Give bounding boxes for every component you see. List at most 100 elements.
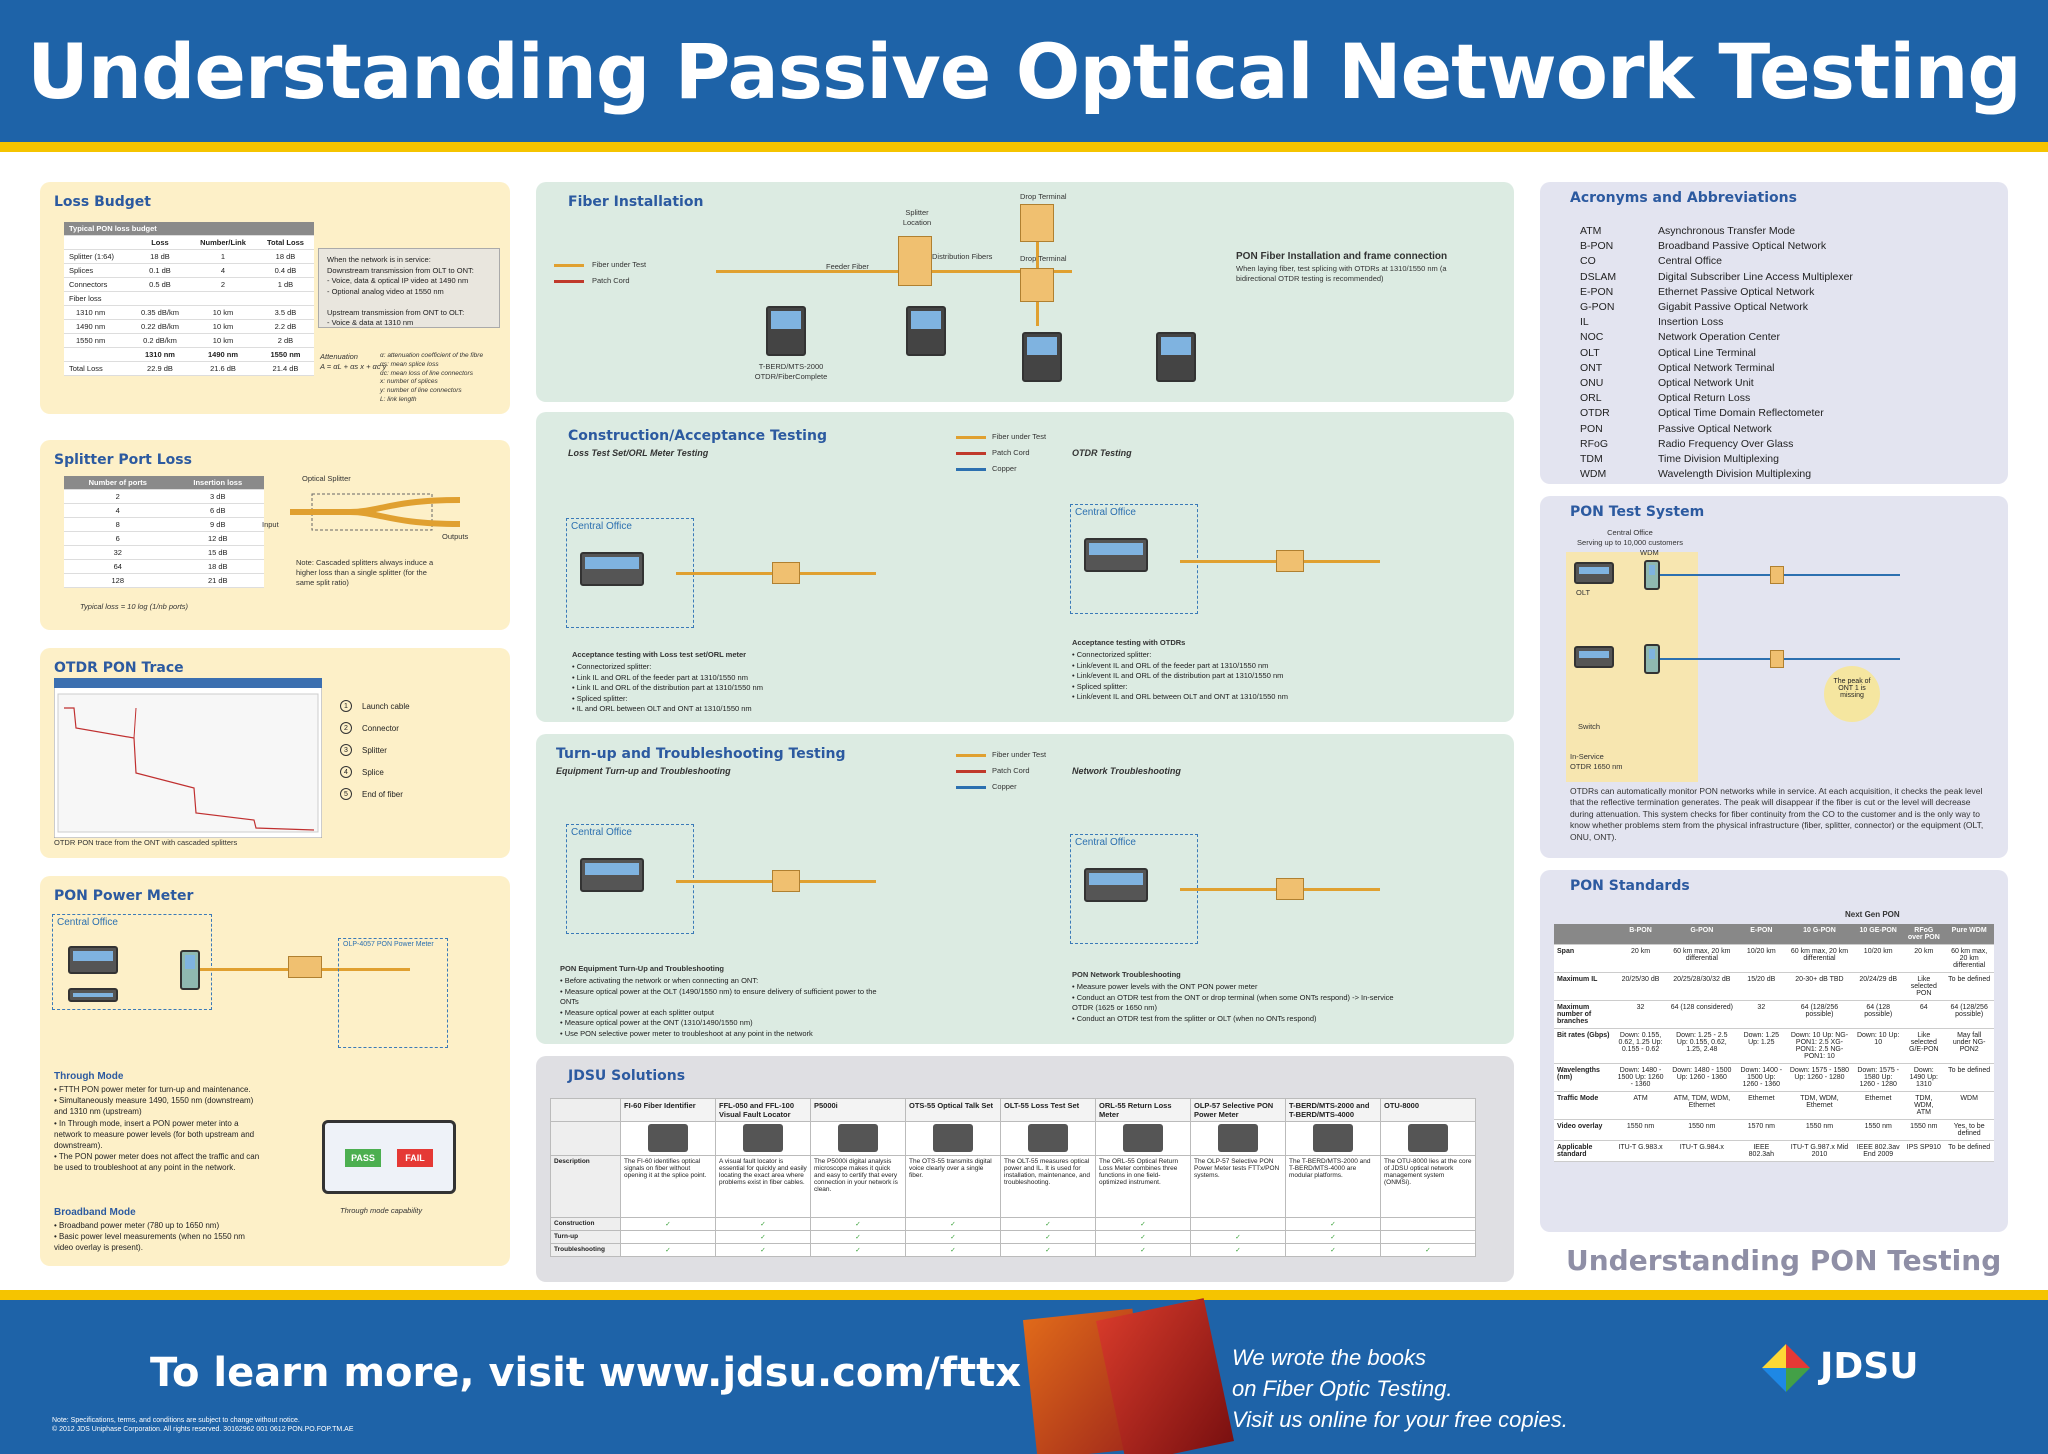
legend-label: Connector	[362, 723, 399, 733]
product-image-icon	[1028, 1124, 1068, 1152]
t-right-list: • Measure power levels with the ONT PON …	[1072, 982, 1402, 1024]
c-splitter-right	[1276, 550, 1304, 572]
check-icon: ✓	[905, 1217, 1001, 1231]
loss-cell: Connectors	[64, 277, 131, 292]
product-description: The T-BERD/MTS-2000 and T-BERD/MTS-4000 …	[1285, 1155, 1381, 1218]
standard-cell: To be defined	[1944, 972, 1994, 1001]
t-left-bullet: • Measure optical power at each splitter…	[560, 1007, 714, 1017]
product-image-icon	[1408, 1124, 1448, 1152]
check-icon: ✓	[810, 1243, 906, 1257]
loss-row: Fiber loss	[64, 291, 314, 306]
loss-cell: 21.4 dB	[256, 361, 314, 376]
standard-cell: ITU-T G.983.x	[1614, 1140, 1667, 1162]
acronym-def: Optical Time Domain Reflectometer	[1658, 407, 1824, 420]
check-icon: ✓	[1380, 1243, 1476, 1257]
cta-link[interactable]: To learn more, visit www.jdsu.com/fttx	[150, 1350, 1022, 1396]
pts-co-label: Central Office Serving up to 10,000 cust…	[1577, 528, 1683, 548]
standard-cell: 32	[1614, 1000, 1667, 1029]
acronym-def: Radio Frequency Over Glass	[1658, 437, 1794, 450]
acronym-def: Central Office	[1658, 255, 1722, 268]
product-image	[620, 1121, 716, 1156]
loss-cell: 18 dB	[256, 249, 314, 264]
attenuation-legend: α: attenuation coefficient of the fibre …	[380, 352, 484, 403]
standard-cell: Ethernet	[1853, 1091, 1904, 1120]
acronym-abbr: RFoG	[1580, 437, 1609, 450]
turnup-sub-right: Network Troubleshooting	[1072, 766, 1181, 776]
acronym-abbr: OTDR	[1580, 407, 1610, 420]
standard-cell: 64 (128/256 possible)	[1785, 1000, 1854, 1029]
legend-number-icon: 4	[340, 766, 352, 778]
pts-splitter-1	[1770, 566, 1784, 584]
acronym-def: Network Operation Center	[1658, 331, 1780, 344]
product-name: P5000i	[810, 1098, 906, 1122]
loss-cell: 1490 nm	[64, 319, 131, 334]
page-title: Understanding Passive Optical Network Te…	[27, 26, 2022, 116]
t-right-bullet: • Conduct an OTDR test from the ONT or d…	[1072, 992, 1394, 1013]
legend-label: Splitter	[362, 745, 387, 755]
splitter-cell: 6 dB	[171, 503, 264, 518]
loss-cell	[256, 291, 314, 306]
splitter-cell: 3 dB	[171, 489, 264, 504]
solutions-corner	[550, 1098, 621, 1122]
standard-cell: To be defined	[1944, 1140, 1994, 1162]
dist-fiber-label: Distribution Fibers	[932, 252, 993, 261]
splitter-cell: 6	[64, 531, 172, 546]
books-text: We wrote the books on Fiber Optic Testin…	[1232, 1342, 1568, 1435]
c-left-bullet: • Connectorized splitter:	[572, 662, 652, 671]
loss-cell: 22.9 dB	[130, 361, 190, 376]
typical-loss: Typical loss = 10 log (1/nb ports)	[80, 602, 189, 611]
standard-cell: 1570 nm	[1736, 1119, 1786, 1141]
pts-wdm-2	[1644, 644, 1660, 674]
pts-olt-label: OLT	[1576, 588, 1591, 597]
t-olt-right	[1084, 868, 1148, 902]
standard-cell: 20 km	[1614, 944, 1667, 973]
feeder-fiber-label: Feeder Fiber	[826, 262, 869, 271]
books-line-2: on Fiber Optic Testing.	[1232, 1376, 1453, 1401]
check-icon: ✓	[1285, 1230, 1381, 1244]
check-icon: ✓	[1000, 1243, 1096, 1257]
acronym-row: OTDR Optical Time Domain Reflectometer	[1580, 406, 1853, 421]
check-icon: ✓	[1285, 1243, 1381, 1257]
standard-cell: 10/20 km	[1736, 944, 1786, 973]
olt-device	[68, 946, 118, 974]
loss-cell: 10 km	[189, 333, 257, 348]
standard-cell: 60 km max, 20 km differential	[1944, 944, 1994, 973]
check-icon: ✓	[620, 1217, 716, 1231]
splitter-cell: 12 dB	[171, 531, 264, 546]
loss-cell: 1 dB	[256, 277, 314, 292]
empty-cell	[1190, 1217, 1286, 1231]
t-olt-left	[580, 858, 644, 892]
table-caption: Typical PON loss budget	[64, 222, 314, 236]
service-box: When the network is in service: Downstre…	[318, 248, 500, 328]
product-description: The OTS-55 transmits digital voice clear…	[905, 1155, 1001, 1218]
standard-cell: 20/25/30 dB	[1614, 972, 1667, 1001]
t-legend-patch: Patch Cord	[992, 766, 1030, 775]
product-name: ORL-55 Return Loss Meter	[1095, 1098, 1191, 1122]
pon-test-panel: PON Test System Central Office Serving u…	[1540, 496, 2008, 858]
standard-cell: IEEE 802.3ah	[1736, 1140, 1786, 1162]
loss-cell	[189, 291, 257, 306]
otdr-trace-title: OTDR PON Trace	[54, 660, 184, 676]
acronym-def: Ethernet Passive Optical Network	[1658, 285, 1815, 298]
next-gen-label: Next Gen PON	[1845, 910, 1900, 919]
acronym-def: Time Division Multiplexing	[1658, 453, 1779, 466]
standard-cell: 64 (128/256 possible)	[1944, 1000, 1994, 1029]
loss-cell: 2.2 dB	[256, 319, 314, 334]
standard-cell: 60 km max, 20 km differential	[1666, 944, 1737, 973]
product-description: A visual fault locator is essential for …	[715, 1155, 811, 1218]
through-mode-title: Through Mode	[54, 1071, 124, 1082]
construction-title: Construction/Acceptance Testing	[568, 428, 827, 444]
standards-title: PON Standards	[1570, 878, 1690, 894]
c-co-right: Central Office	[1070, 504, 1198, 614]
solutions-blank	[550, 1121, 621, 1156]
splitter-cell: 21 dB	[171, 573, 264, 588]
otdr-2	[906, 306, 946, 356]
